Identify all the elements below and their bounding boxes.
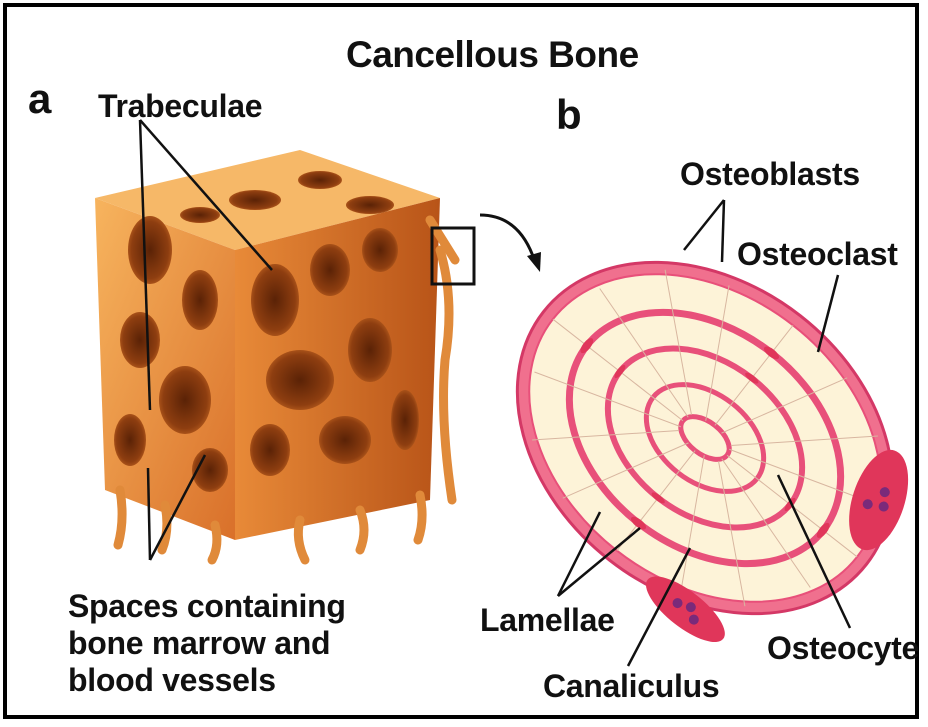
osteoblasts-label: Osteoblasts [680, 158, 860, 190]
magnify-arrow-head [527, 252, 541, 272]
magnify-arrow [480, 215, 535, 262]
canaliculus-label: Canaliculus [543, 670, 719, 702]
panel-label-a: a [28, 78, 51, 120]
spaces-label-line-1: Spaces containing [68, 588, 346, 625]
osteoblasts-pointer-2 [722, 200, 724, 262]
spaces-label-line-2: bone marrow and [68, 625, 346, 662]
panel-label-b: b [556, 94, 582, 136]
osteocyte-label: Osteocyte [767, 632, 919, 664]
spaces-label-line-3: blood vessels [68, 662, 346, 699]
spaces-label: Spaces containing bone marrow and blood … [68, 588, 346, 699]
cancellous-bone-block [95, 150, 541, 560]
trabeculae-label: Trabeculae [98, 90, 262, 122]
osteoblasts-pointer-1 [684, 200, 724, 250]
figure-title: Cancellous Bone [346, 36, 639, 73]
osteoclast-label: Osteoclast [737, 238, 898, 270]
lamellae-label: Lamellae [480, 604, 615, 636]
